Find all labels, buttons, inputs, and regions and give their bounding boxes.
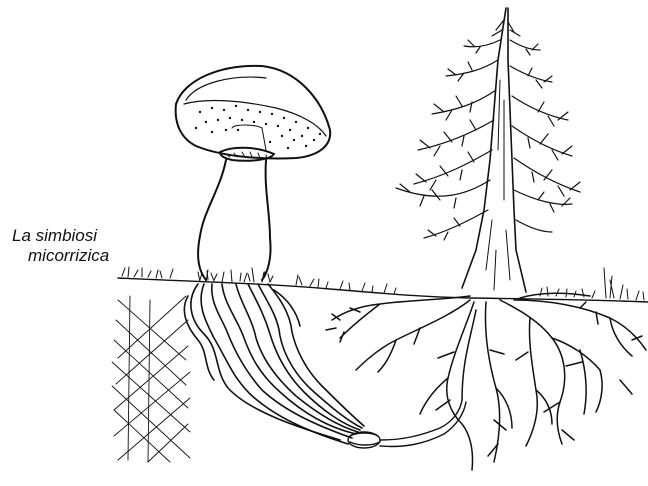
soil-hatching bbox=[112, 296, 190, 462]
fungal-hyphae bbox=[184, 284, 364, 444]
mushroom-cap bbox=[176, 66, 331, 159]
ground-line bbox=[118, 278, 648, 302]
mycorrhiza-junction bbox=[348, 400, 466, 448]
tree-trunk bbox=[462, 8, 526, 292]
tree-branches bbox=[396, 20, 580, 240]
mushroom-stem bbox=[198, 160, 271, 280]
